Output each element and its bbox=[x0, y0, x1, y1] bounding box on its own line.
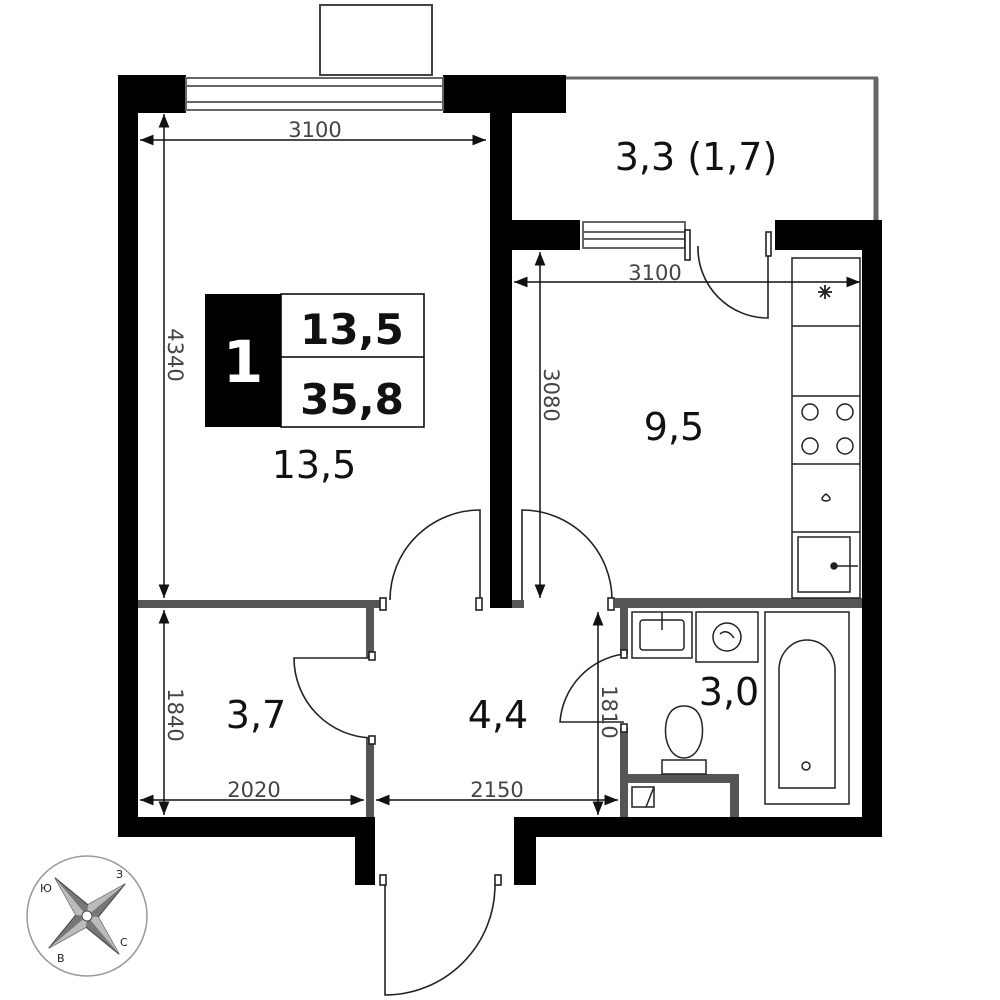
compass-south: Ю bbox=[40, 882, 52, 895]
dimension-lines bbox=[140, 114, 860, 815]
room-area-storage: 3,7 bbox=[226, 693, 286, 737]
dim-storage-depth: 1840 bbox=[163, 688, 187, 741]
bathtub-icon bbox=[764, 611, 850, 805]
hood-icon bbox=[818, 285, 832, 299]
doors bbox=[293, 229, 772, 996]
dim-kitchen-depth: 3080 bbox=[539, 368, 563, 421]
faucet-icon bbox=[821, 493, 831, 502]
room-area-kitchen: 9,5 bbox=[644, 405, 704, 449]
bathroom-fixtures bbox=[631, 611, 850, 808]
toilet-icon bbox=[661, 705, 707, 775]
dim-hall-width: 2150 bbox=[470, 778, 523, 802]
compass-north: С bbox=[120, 936, 128, 949]
washing-machine-icon bbox=[695, 611, 759, 663]
room-area-bathroom: 3,0 bbox=[699, 670, 759, 714]
stove-icon bbox=[801, 403, 854, 455]
dim-living-width: 3100 bbox=[288, 118, 341, 142]
room-area-living: 13,5 bbox=[272, 443, 357, 487]
balcony-outline bbox=[566, 76, 879, 220]
rooms-count: 1 bbox=[223, 328, 263, 396]
kitchen-fixtures bbox=[791, 257, 861, 599]
total-area-value: 35,8 bbox=[300, 375, 404, 424]
partitions bbox=[138, 598, 862, 817]
compass-rose: З Ю В С bbox=[26, 855, 148, 977]
outer-walls bbox=[118, 75, 882, 885]
compass-west: З bbox=[116, 868, 123, 881]
room-area-hall: 4,4 bbox=[468, 693, 528, 737]
dim-bathroom-depth: 1810 bbox=[597, 685, 621, 738]
dim-kitchen-width: 3100 bbox=[628, 261, 681, 285]
windows bbox=[185, 4, 686, 249]
kitchen-sink-icon bbox=[797, 536, 851, 593]
room-area-balcony: 3,3 (1,7) bbox=[615, 135, 778, 179]
dim-living-depth: 4340 bbox=[163, 328, 187, 381]
compass-star-icon bbox=[48, 877, 126, 955]
summary-badge: 1 13,5 35,8 bbox=[205, 293, 425, 428]
dim-storage-width: 2020 bbox=[227, 778, 280, 802]
compass-east: В bbox=[57, 952, 65, 965]
living-area-value: 13,5 bbox=[300, 305, 404, 354]
